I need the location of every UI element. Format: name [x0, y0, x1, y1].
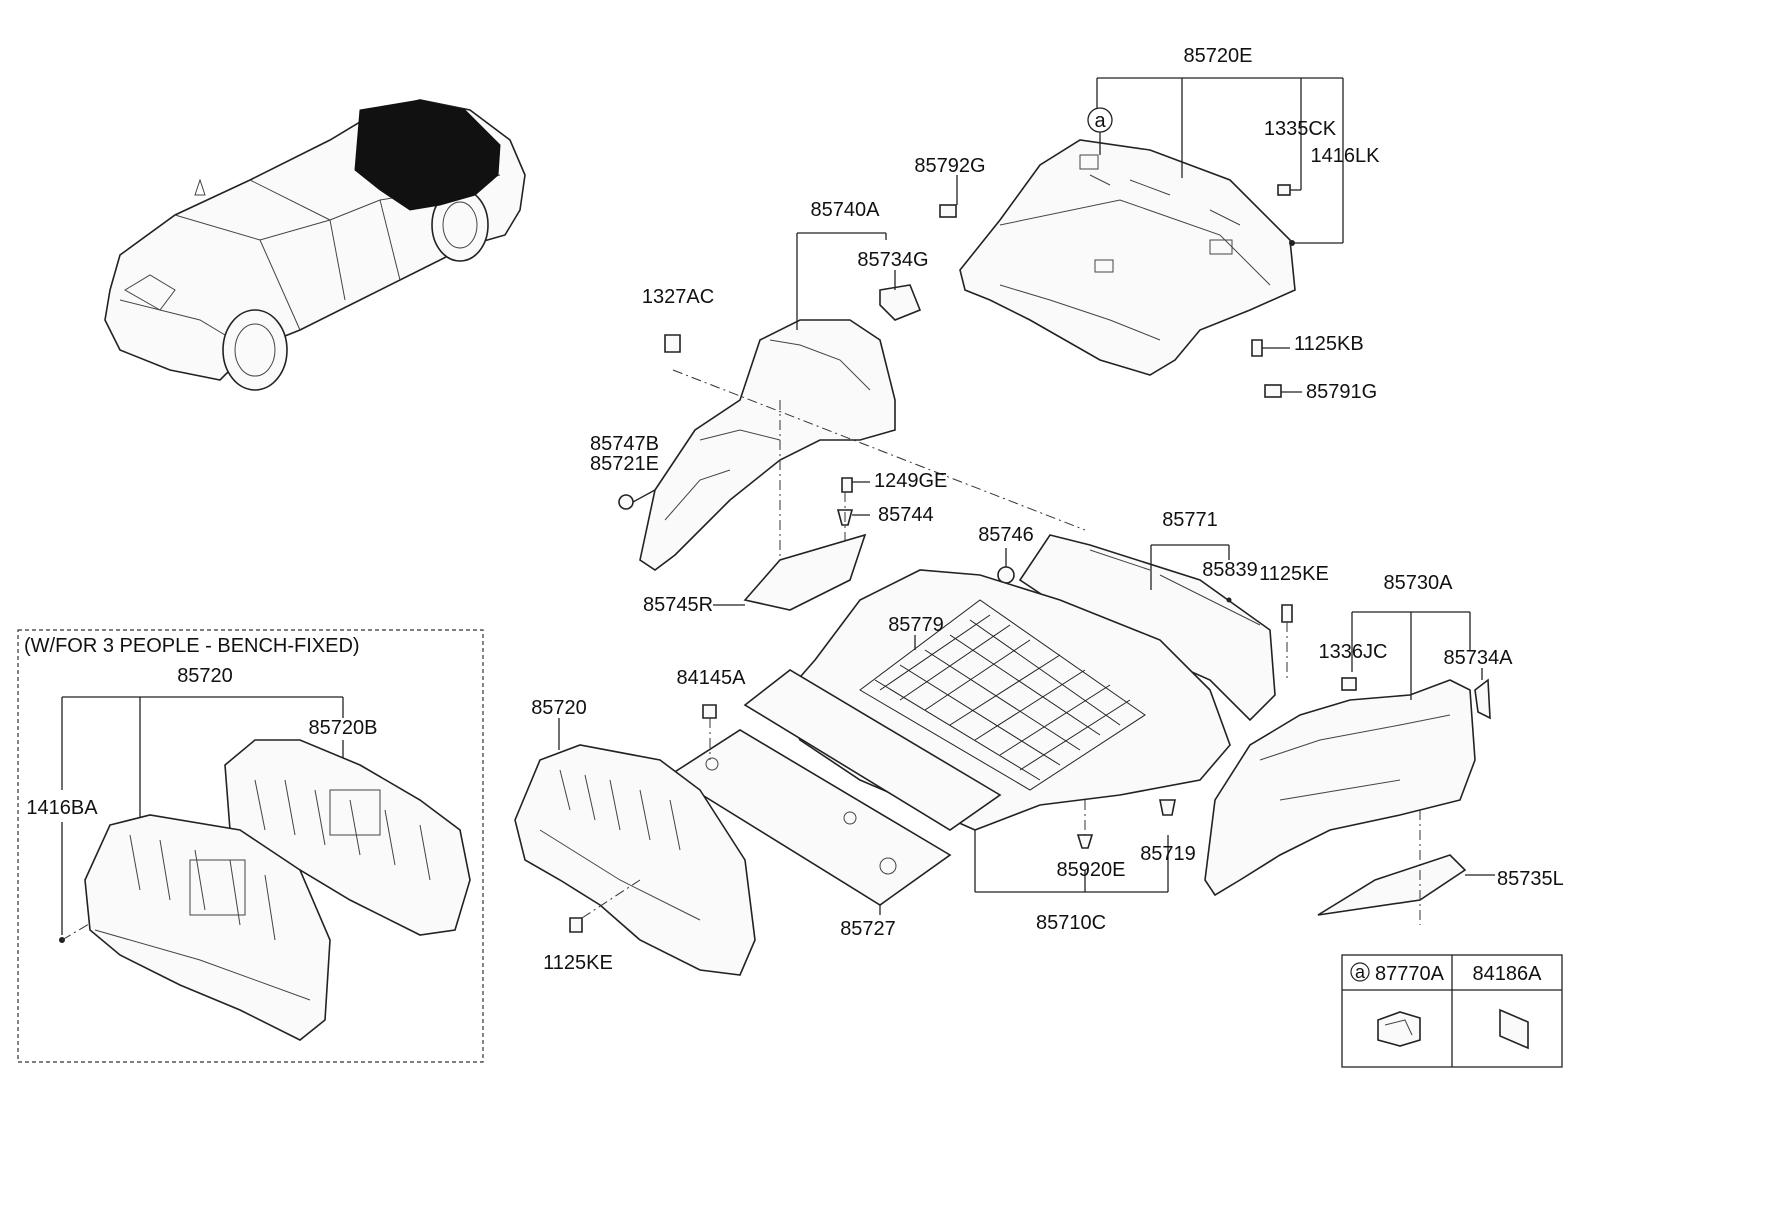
- label-1416LK: 1416LK: [1311, 145, 1381, 167]
- clip-85839: [1226, 597, 1232, 603]
- vehicle-illustration: [104, 99, 526, 391]
- inset-seatback-85720: [84, 814, 331, 1041]
- inset-label-1416BA: 1416BA: [26, 797, 98, 819]
- trim-85745R: [743, 533, 867, 611]
- label-84145A: 84145A: [677, 667, 747, 689]
- label-1125KE-top: 1125KE: [1259, 563, 1329, 585]
- bolt-1125KB: [1251, 339, 1263, 357]
- label-85839: 85839: [1202, 559, 1258, 581]
- label-1249GE: 1249GE: [874, 470, 947, 492]
- label-85920E: 85920E: [1057, 859, 1126, 881]
- legend-col2-part: 84186A: [1473, 963, 1543, 985]
- label-1335CK: 1335CK: [1264, 118, 1337, 140]
- label-85710C: 85710C: [1036, 912, 1106, 934]
- legend-col1-part: 87770A: [1375, 963, 1445, 985]
- label-85771: 85771: [1162, 509, 1218, 531]
- part-labels: 85720E 1335CK 1416LK 85792G 85740A 85734…: [531, 45, 1564, 974]
- clip-85920E: [1076, 834, 1094, 849]
- legend-clip-87770A: [1377, 1011, 1421, 1047]
- label-85779: 85779: [888, 614, 944, 636]
- clip-85747B: [618, 494, 634, 510]
- label-85745R: 85745R: [643, 594, 713, 616]
- screw-1249GE: [841, 477, 853, 493]
- package-tray-85720E: [959, 139, 1296, 376]
- label-85719: 85719: [1140, 843, 1196, 865]
- legend-table: a 87770A 84186A: [1341, 954, 1563, 1068]
- cargo-net-85779: [859, 599, 1146, 791]
- bolt-1125KE-bottom: [569, 917, 583, 933]
- inset-bench-fixed: (W/FOR 3 PEOPLE - BENCH-FIXED) 85720 857…: [17, 629, 484, 1063]
- clip-85792G: [939, 204, 957, 218]
- trunk-trim-85740A: [639, 319, 896, 571]
- legend-pad-84186A: [1499, 1008, 1529, 1050]
- trim-85735L: [1317, 854, 1467, 916]
- clip-85719: [1159, 799, 1176, 816]
- seatback-85720: [514, 744, 756, 976]
- trim-85734G: [879, 284, 922, 321]
- label-85720E: 85720E: [1184, 45, 1253, 67]
- clip-1335CK: [1277, 184, 1291, 196]
- label-1327AC: 1327AC: [642, 286, 714, 308]
- label-85721E: 85721E: [590, 453, 659, 475]
- label-85792G: 85792G: [914, 155, 985, 177]
- clip-1336JC: [1341, 677, 1357, 691]
- trunk-trim-85730A: [1204, 679, 1476, 897]
- label-1336JC: 1336JC: [1319, 641, 1388, 663]
- label-85746: 85746: [978, 524, 1034, 546]
- label-85730A: 85730A: [1384, 572, 1454, 594]
- label-85734G: 85734G: [857, 249, 928, 271]
- label-85734A: 85734A: [1444, 647, 1514, 669]
- label-1125KB: 1125KB: [1294, 333, 1364, 355]
- nut-1327AC: [664, 334, 681, 353]
- label-85747B: 85747B: [590, 433, 659, 455]
- bolt-1125KE-top: [1281, 604, 1293, 623]
- label-85727: 85727: [840, 918, 896, 940]
- inset-title: (W/FOR 3 PEOPLE - BENCH-FIXED): [24, 635, 360, 657]
- callout-a: a: [1094, 110, 1106, 132]
- clip-85791G: [1264, 384, 1282, 398]
- nut-84145A: [702, 704, 717, 719]
- label-85791G: 85791G: [1306, 381, 1377, 403]
- legend-marker: a: [1355, 962, 1366, 982]
- trim-85734A: [1474, 678, 1491, 720]
- inset-label-85720B: 85720B: [309, 717, 378, 739]
- label-1125KE-bottom: 1125KE: [543, 952, 613, 974]
- clip-1416LK: [1289, 240, 1295, 246]
- floor-board-85727: [668, 729, 952, 906]
- inset-label-85720: 85720: [177, 665, 233, 687]
- label-85720-main: 85720: [531, 697, 587, 719]
- label-85735L: 85735L: [1497, 868, 1564, 890]
- label-85744: 85744: [878, 504, 934, 526]
- label-85740A: 85740A: [811, 199, 881, 221]
- floor-panel: [743, 669, 1002, 831]
